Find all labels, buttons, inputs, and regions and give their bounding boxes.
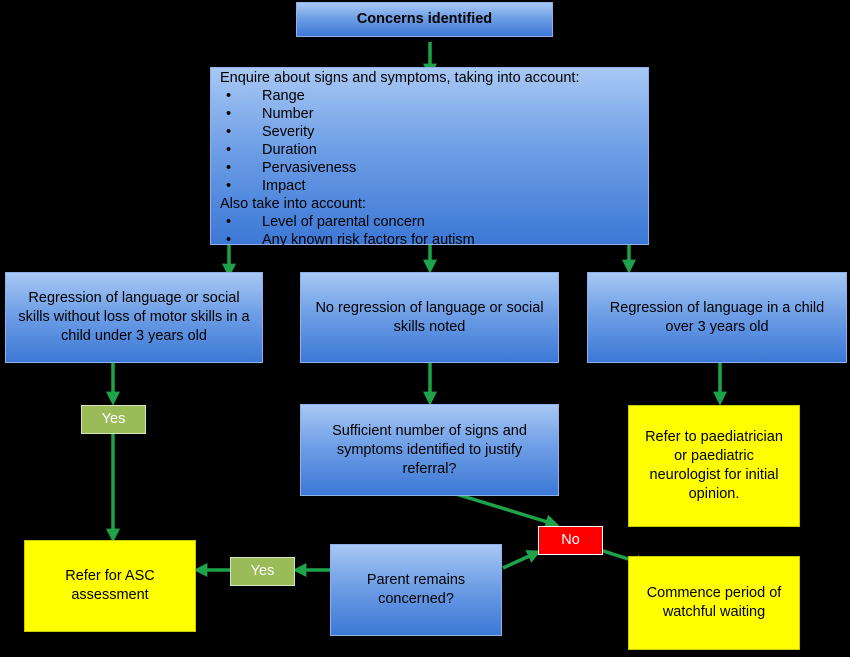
enquire-signs-box: Enquire about signs and symptoms, taking…	[210, 67, 649, 248]
watchful-waiting-box: Commence period of watchful waiting	[628, 556, 800, 650]
no-label-text: No	[561, 532, 580, 548]
no-regression-text: No regression of language or social skil…	[315, 299, 544, 335]
regression-under3-text: Regression of language or social skills …	[18, 290, 250, 344]
no-label: No	[538, 526, 603, 555]
refer-asc-text: Refer for ASC assessment	[65, 568, 155, 603]
enquire-intro: Enquire about signs and symptoms, taking…	[220, 70, 580, 86]
enquire-item-number: Number	[220, 105, 648, 123]
enquire-item-impact: Impact	[220, 177, 648, 195]
parent-concerned-text: Parent remains concerned?	[366, 572, 466, 607]
sufficient-signs-box: Sufficient number of signs and symptoms …	[300, 404, 559, 496]
sufficient-signs-text: Sufficient number of signs and symptoms …	[332, 422, 527, 477]
enquire-item-duration: Duration	[220, 141, 648, 159]
regression-over3-text: Regression of language in a child over 3…	[609, 299, 825, 335]
no-regression-box: No regression of language or social skil…	[300, 272, 559, 363]
concerns-identified-text: Concerns identified	[356, 11, 493, 27]
yes-label-regression-text: Yes	[101, 411, 126, 427]
enquire-also-item-parental: Level of parental concern	[220, 213, 648, 231]
enquire-also-item-risk: Any known risk factors for autism	[220, 231, 648, 249]
yes-label-regression: Yes	[81, 405, 146, 434]
enquire-item-pervasiveness: Pervasiveness	[220, 159, 648, 177]
arrow-parent-to-no	[502, 550, 542, 570]
regression-over3-box: Regression of language in a child over 3…	[587, 272, 847, 363]
refer-paediatrician-box: Refer to paediatrician or paediatric neu…	[628, 405, 800, 527]
refer-asc-box: Refer for ASC assessment	[24, 540, 196, 632]
yes-label-parent: Yes	[230, 557, 295, 586]
regression-under3-box: Regression of language or social skills …	[5, 272, 263, 363]
enquire-item-range: Range	[220, 87, 648, 105]
parent-concerned-box: Parent remains concerned?	[330, 544, 502, 636]
enquire-item-severity: Severity	[220, 123, 648, 141]
refer-paediatrician-text: Refer to paediatrician or paediatric neu…	[645, 429, 783, 502]
enquire-also-heading: Also take into account:	[220, 196, 366, 212]
yes-label-parent-text: Yes	[250, 563, 275, 579]
watchful-waiting-text: Commence period of watchful waiting	[646, 585, 782, 620]
concerns-identified-box: Concerns identified	[296, 2, 553, 37]
